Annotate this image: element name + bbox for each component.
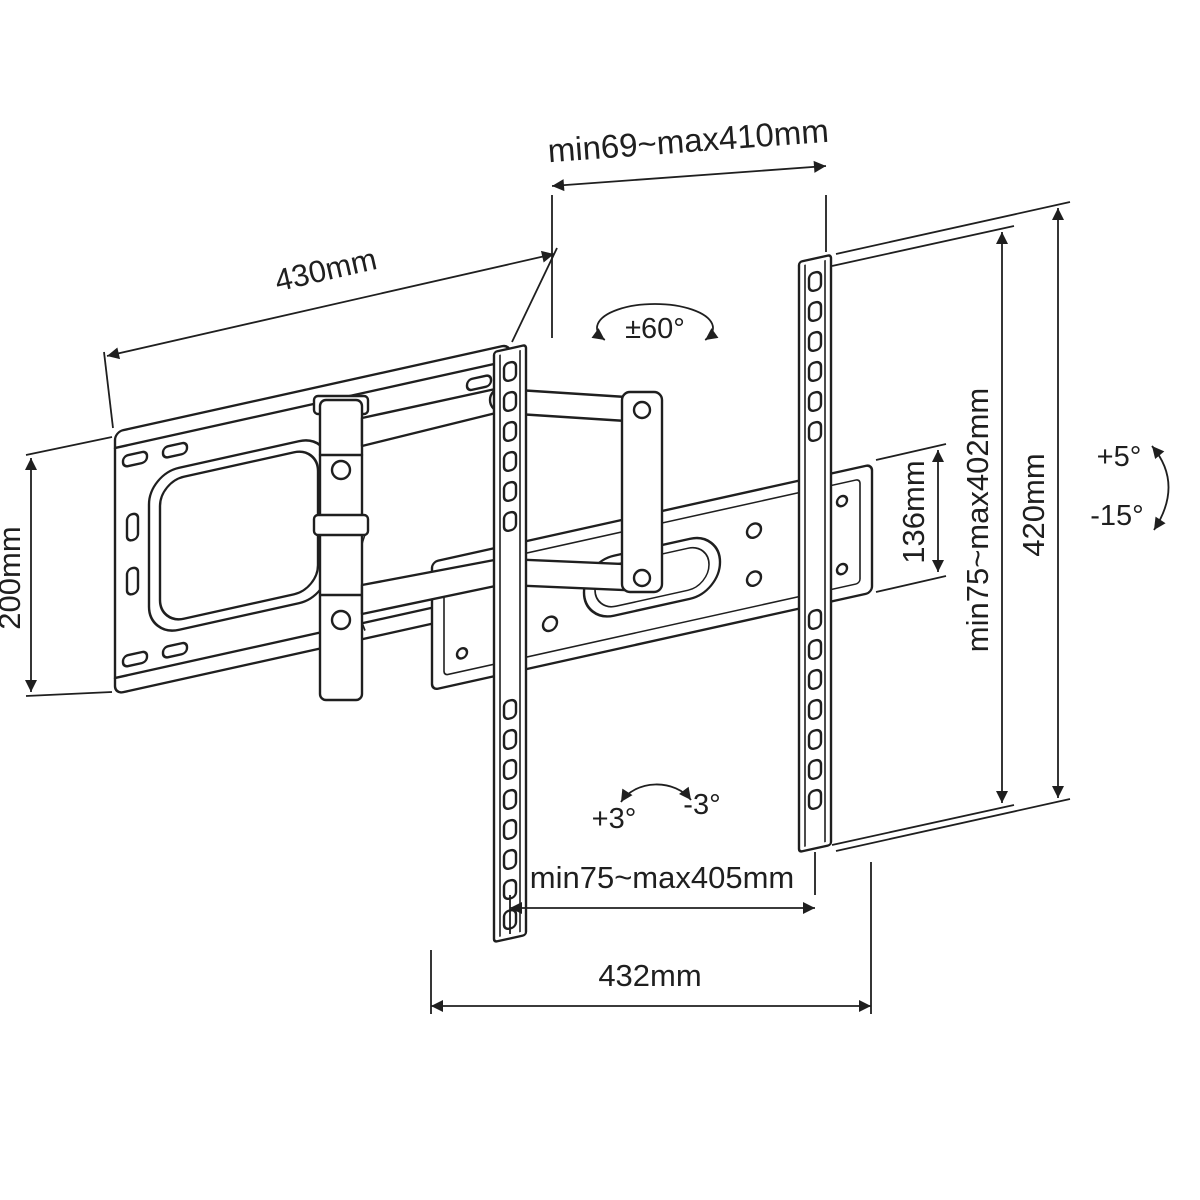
dim-vesa-horizontal-label: min75~max405mm <box>530 860 794 895</box>
dimension-extension-range: min69~max410mm <box>546 112 830 338</box>
tilt-up-label: +5° <box>1097 441 1142 473</box>
arm-end-link <box>620 390 664 594</box>
dim-crossbar-width-label: 432mm <box>598 958 701 993</box>
tilt-arc-arrow <box>1151 445 1170 531</box>
articulating-arms <box>312 386 664 702</box>
dimension-rail-height: 420mm <box>835 201 1071 852</box>
dim-vesa-vertical-label: min75~max402mm <box>960 388 995 652</box>
dimension-wall-plate-height: 200mm <box>0 436 113 697</box>
left-tv-rail <box>492 344 528 943</box>
pivot-post <box>318 398 364 702</box>
dim-rail-height-label: 420mm <box>1016 453 1051 556</box>
level-arc-arrow <box>620 783 692 803</box>
right-tv-rail <box>797 254 833 853</box>
level-minus-label: -3° <box>683 789 720 821</box>
swivel-angle-label: ±60° <box>625 313 685 345</box>
annotation-tilt: +5° -15° <box>1090 441 1170 532</box>
dim-wall-plate-height-label: 200mm <box>0 526 27 629</box>
annotation-swivel: ±60° <box>591 303 719 345</box>
tilt-down-label: -15° <box>1090 500 1144 532</box>
dimension-vesa-vertical: min75~max402mm <box>831 225 1015 846</box>
dim-wall-plate-width-label: 430mm <box>271 241 380 298</box>
dimension-end-bracket-height: 136mm <box>875 443 947 593</box>
swivel-arc-arrow <box>591 303 719 341</box>
dim-end-bracket-height-label: 136mm <box>896 460 931 563</box>
dim-extension-range-label: min69~max410mm <box>546 112 829 170</box>
annotation-level-adjust: +3° -3° <box>592 783 721 835</box>
dimension-vesa-horizontal: min75~max405mm <box>509 852 816 934</box>
level-plus-label: +3° <box>592 803 637 835</box>
dimension-crossbar-width: 432mm <box>430 862 872 1014</box>
